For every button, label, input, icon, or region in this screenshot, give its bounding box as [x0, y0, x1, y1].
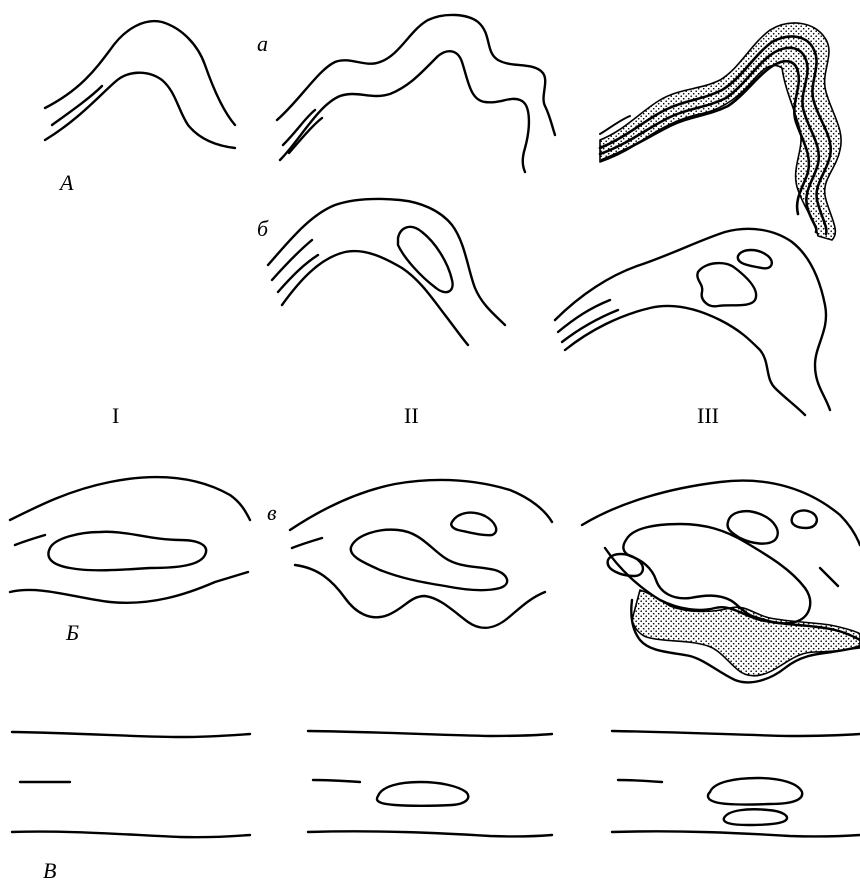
lens-mid: [728, 511, 778, 543]
layers-V-II: [308, 731, 552, 836]
lens-upper: [708, 778, 802, 805]
column-label-III: III: [697, 405, 719, 427]
column-label-II: II: [404, 405, 419, 427]
subfigure-label-v: в: [267, 502, 277, 524]
lens-small: [738, 250, 772, 268]
lens-small: [451, 513, 496, 536]
row-label-B: Б: [66, 622, 79, 644]
fold-b-III: [555, 229, 830, 415]
row-label-V: В: [43, 860, 56, 882]
fold-A-I: [45, 21, 235, 148]
lens-large: [697, 263, 756, 306]
column-label-I: I: [112, 405, 119, 427]
lens: [48, 532, 206, 571]
fold-a-III: [600, 23, 841, 240]
layers-V-I: [12, 732, 250, 837]
fold-b-II: [268, 199, 505, 345]
lens: [398, 227, 453, 292]
subfigure-label-b: б: [257, 218, 268, 240]
lens: [377, 782, 468, 806]
fold-v-II: [290, 480, 552, 628]
fold-a-II: [277, 15, 555, 172]
lens-lower: [724, 809, 787, 825]
layers-V-III: [612, 731, 860, 836]
lens-large: [351, 530, 507, 591]
lens-small-right: [792, 511, 817, 528]
subfigure-label-a: а: [257, 33, 268, 55]
fold-B-I: [10, 477, 250, 603]
row-label-A: А: [60, 172, 73, 194]
fold-v-III: [582, 481, 860, 683]
